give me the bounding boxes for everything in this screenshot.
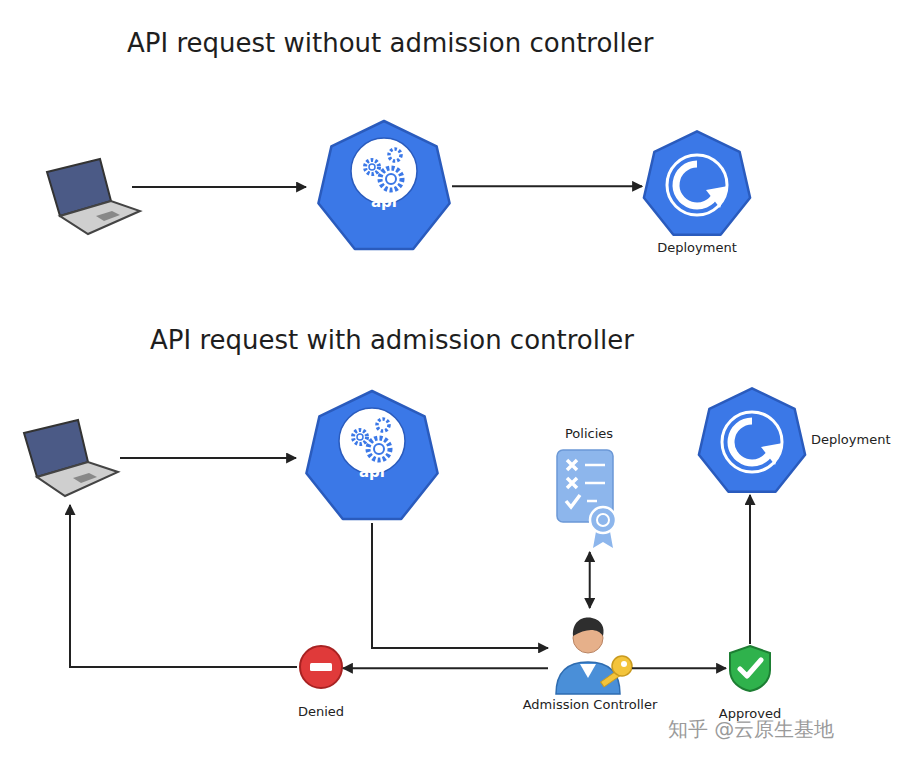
section-heading: API request with admission controller <box>150 325 634 355</box>
laptop-keys <box>73 473 97 483</box>
node-label: api <box>316 193 452 211</box>
icon-part <box>369 164 375 170</box>
icon-part <box>353 430 367 444</box>
icon-part <box>740 660 761 676</box>
node-shape <box>642 128 752 238</box>
icon-part <box>310 663 332 671</box>
node-shape <box>726 644 774 692</box>
laptop-base <box>37 462 118 496</box>
request-arrow <box>132 186 306 188</box>
denied-return-arrow <box>70 505 297 667</box>
icon-part <box>730 646 770 691</box>
icon-part <box>566 495 580 507</box>
icon-part <box>374 444 384 454</box>
deployment-node: Deployment <box>697 385 807 495</box>
node-label: Denied <box>271 704 371 719</box>
laptop-icon <box>24 420 118 496</box>
icon-part <box>318 121 449 249</box>
icon-part <box>597 514 609 526</box>
icon-part <box>380 168 402 190</box>
icon-part <box>612 656 632 676</box>
flow-arrow <box>343 667 548 669</box>
policies-node: Policies <box>553 446 625 552</box>
flow-arrow <box>632 667 726 669</box>
node-shape <box>299 645 343 689</box>
icon-part <box>644 131 750 235</box>
node-label: Approved <box>700 706 800 721</box>
icon-part <box>667 155 727 215</box>
node-label: Policies <box>523 426 655 441</box>
node-shape <box>304 387 440 523</box>
laptop-screen <box>24 420 88 477</box>
icon-part <box>585 465 605 501</box>
icon-part <box>368 438 390 460</box>
icon-part <box>676 164 716 206</box>
node-shape <box>697 385 807 495</box>
icon-part <box>761 443 783 465</box>
laptop-icon <box>47 159 140 234</box>
deployment-node: Deployment <box>642 128 752 238</box>
laptop-base <box>60 201 140 234</box>
icon-part <box>722 412 782 472</box>
icon-part <box>306 391 437 519</box>
flow-arrow <box>452 185 642 187</box>
icon-part <box>706 186 728 208</box>
section-heading: API request without admission controller <box>127 28 654 58</box>
request-arrow <box>120 457 296 459</box>
icon-part <box>377 419 389 431</box>
node-label: Admission Controller <box>508 697 672 712</box>
laptop-keys <box>96 211 120 221</box>
icon-part <box>386 174 396 184</box>
node-label: api <box>304 463 440 481</box>
node-shape <box>316 117 452 253</box>
node-shape <box>548 608 632 694</box>
icon-part <box>580 664 596 678</box>
icon-part <box>389 149 401 161</box>
api-server-node: api <box>304 387 440 523</box>
icon-part <box>300 646 342 688</box>
icon-part <box>567 460 577 488</box>
icon-part <box>365 160 379 174</box>
icon-part <box>731 421 771 463</box>
flow-arrow <box>749 495 751 644</box>
icon-part <box>573 618 604 636</box>
icon-part <box>357 434 363 440</box>
node-shape <box>553 446 625 552</box>
admission-controller-node: Admission Controller <box>548 608 632 694</box>
flow-arrow <box>589 552 591 608</box>
icon-part <box>699 388 805 492</box>
laptop-screen <box>47 159 111 216</box>
denied-node: Denied <box>299 645 343 689</box>
flow-arrow <box>372 523 548 648</box>
approved-node: Approved <box>726 644 774 692</box>
icon-part <box>590 507 616 533</box>
api-server-node: api <box>316 117 452 253</box>
node-label: Deployment <box>622 240 772 255</box>
icon-part <box>621 661 627 667</box>
node-label: Deployment <box>811 432 901 447</box>
